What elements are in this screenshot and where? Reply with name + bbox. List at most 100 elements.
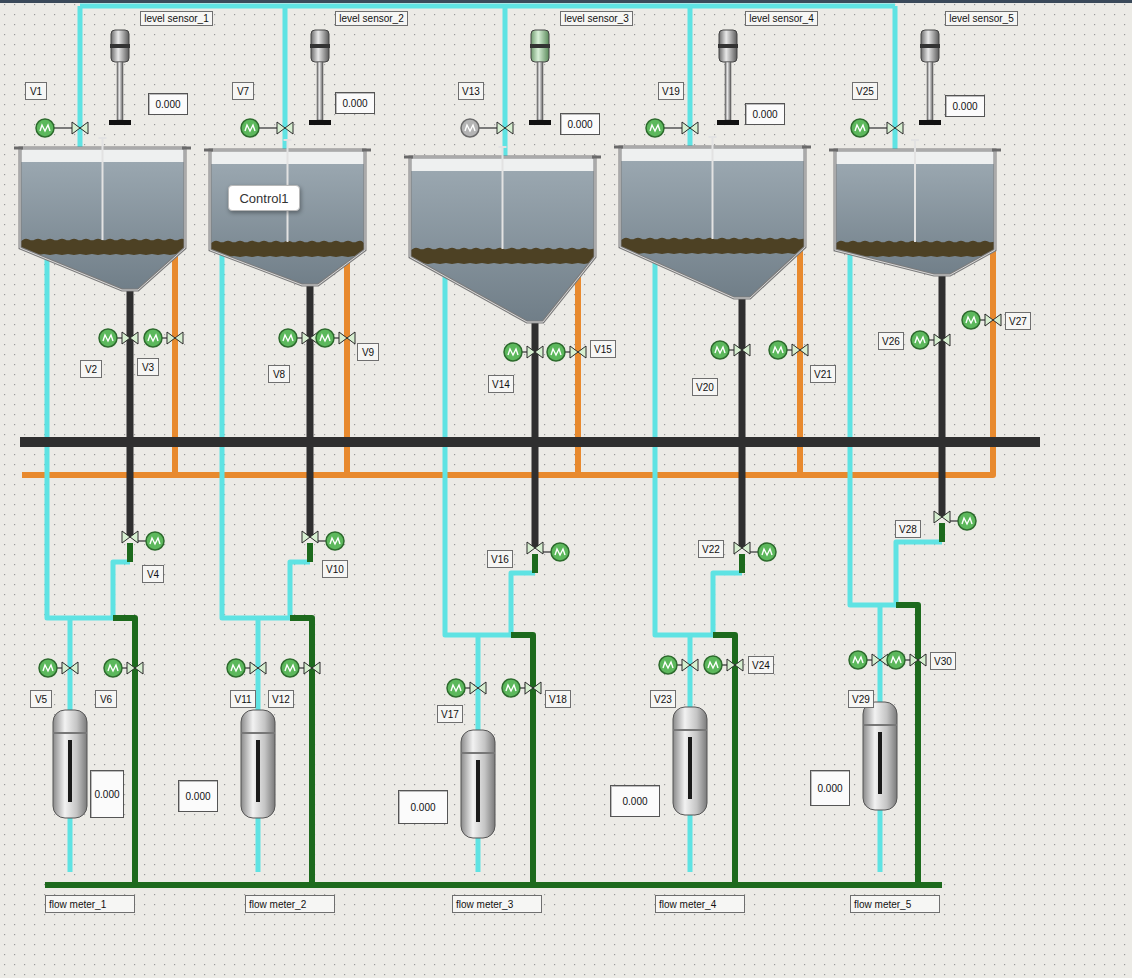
- node-text: V22: [702, 544, 720, 555]
- value-display: 0.000: [335, 92, 375, 114]
- node-text: V28: [899, 524, 917, 535]
- flow-meter-body: [53, 710, 87, 818]
- valve-tag: V23: [650, 690, 676, 708]
- node-text: level sensor_3: [564, 13, 628, 24]
- green-pipe: [511, 635, 533, 885]
- actuator-symbol: [849, 651, 867, 669]
- node-text: 0.000: [752, 109, 777, 120]
- valve-symbol: [682, 122, 698, 134]
- node-text: V29: [852, 694, 870, 705]
- meter-inlet-pipe: [68, 618, 73, 710]
- node-text: V11: [234, 694, 251, 705]
- flow-meter: [461, 730, 495, 838]
- valve-symbol: [934, 334, 950, 346]
- actuator-spring: [508, 349, 518, 355]
- level-sensor: [717, 30, 739, 125]
- actuator-spring: [966, 317, 976, 323]
- actuator-symbol: [146, 532, 164, 550]
- valve-symbol: [122, 531, 138, 543]
- sediment: [410, 248, 596, 264]
- actuator-symbol: [551, 543, 569, 561]
- sensor-tag: level sensor_4: [745, 11, 818, 26]
- node-text: V2: [85, 364, 97, 375]
- sensor-rod: [725, 62, 731, 120]
- actuator-symbol: [281, 659, 299, 677]
- actuator-spring: [150, 538, 160, 544]
- inlet-pipe: [688, 6, 693, 153]
- water-pipe: [222, 250, 290, 618]
- flow-meter-body: [241, 710, 275, 818]
- actuator-spring: [285, 665, 295, 671]
- value-display: 0.000: [148, 93, 188, 115]
- actuator-spring: [551, 349, 561, 355]
- actuator-spring: [231, 665, 241, 671]
- sensor-head: [719, 30, 737, 62]
- actuator-symbol: [851, 119, 869, 137]
- node-text: V4: [147, 569, 159, 580]
- water-pipe: [290, 562, 310, 618]
- meter-inlet-pipe: [878, 605, 883, 702]
- sensor-tag: level sensor_3: [560, 11, 633, 26]
- meter-outlet-pipe: [878, 810, 883, 872]
- flow-meter: [241, 710, 275, 818]
- tooltip: Control1: [228, 185, 300, 211]
- sensor-flange: [717, 120, 739, 125]
- node-text: V16: [491, 554, 509, 565]
- flow-meter-cap: [673, 729, 707, 731]
- flow-meter-slot: [878, 732, 882, 794]
- green-pipe: [290, 618, 312, 885]
- node-text: V18: [549, 694, 567, 705]
- actuator-symbol: [547, 343, 565, 361]
- sediment: [835, 241, 997, 257]
- valve-symbol: [250, 662, 266, 674]
- flow-meter-slot: [68, 740, 72, 802]
- agitator-shaft: [499, 147, 507, 249]
- node-text: 0.000: [155, 99, 180, 110]
- inlet-pipe: [78, 6, 83, 154]
- sensor-flange: [109, 120, 131, 125]
- valve-symbol: [497, 122, 513, 134]
- node-text: V10: [326, 564, 344, 575]
- level-sensor: [109, 30, 131, 125]
- sensor-band: [718, 44, 738, 48]
- sensor-head: [921, 30, 939, 62]
- node-text: V1: [30, 86, 42, 97]
- value-display: 0.000: [945, 95, 985, 117]
- meter-tag: flow meter_5: [850, 895, 940, 913]
- meter-tag: flow meter_2: [245, 895, 335, 913]
- valve-symbol: [470, 682, 486, 694]
- valve-symbol: [792, 344, 808, 356]
- node-text: V12: [272, 694, 290, 705]
- valve-symbol: [127, 662, 143, 674]
- valve-symbol: [72, 122, 88, 134]
- sensor-rod: [117, 62, 123, 120]
- meter-tag: flow meter_4: [655, 895, 745, 913]
- valve-tag: V25: [852, 82, 878, 100]
- actuator-symbol: [711, 341, 729, 359]
- actuator-spring: [506, 685, 516, 691]
- flow-meter: [863, 702, 897, 810]
- node-text: V27: [1009, 316, 1027, 327]
- sensor-band: [310, 44, 330, 48]
- meter-inlet-pipe: [256, 618, 261, 710]
- actuator-symbol: [887, 651, 905, 669]
- node-text: 0.000: [410, 802, 435, 813]
- symbols: [36, 30, 1001, 838]
- actuator-spring: [108, 665, 118, 671]
- actuator-symbol: [39, 659, 57, 677]
- level-sensor: [309, 30, 331, 125]
- valve-tag: V19: [658, 82, 684, 100]
- valve-tag: V4: [142, 565, 164, 583]
- actuator-symbol: [447, 679, 465, 697]
- actuator-spring: [708, 662, 718, 668]
- inlet-pipe: [503, 6, 508, 163]
- valve-tag: V10: [322, 560, 348, 578]
- actuator-symbol: [962, 311, 980, 329]
- actuator-spring: [891, 657, 901, 663]
- meter-outlet-pipe: [476, 838, 481, 872]
- tank: [614, 137, 811, 312]
- node-text: 0.000: [567, 119, 592, 130]
- valve-tag: V21: [810, 365, 836, 383]
- green-pipe: [896, 605, 918, 885]
